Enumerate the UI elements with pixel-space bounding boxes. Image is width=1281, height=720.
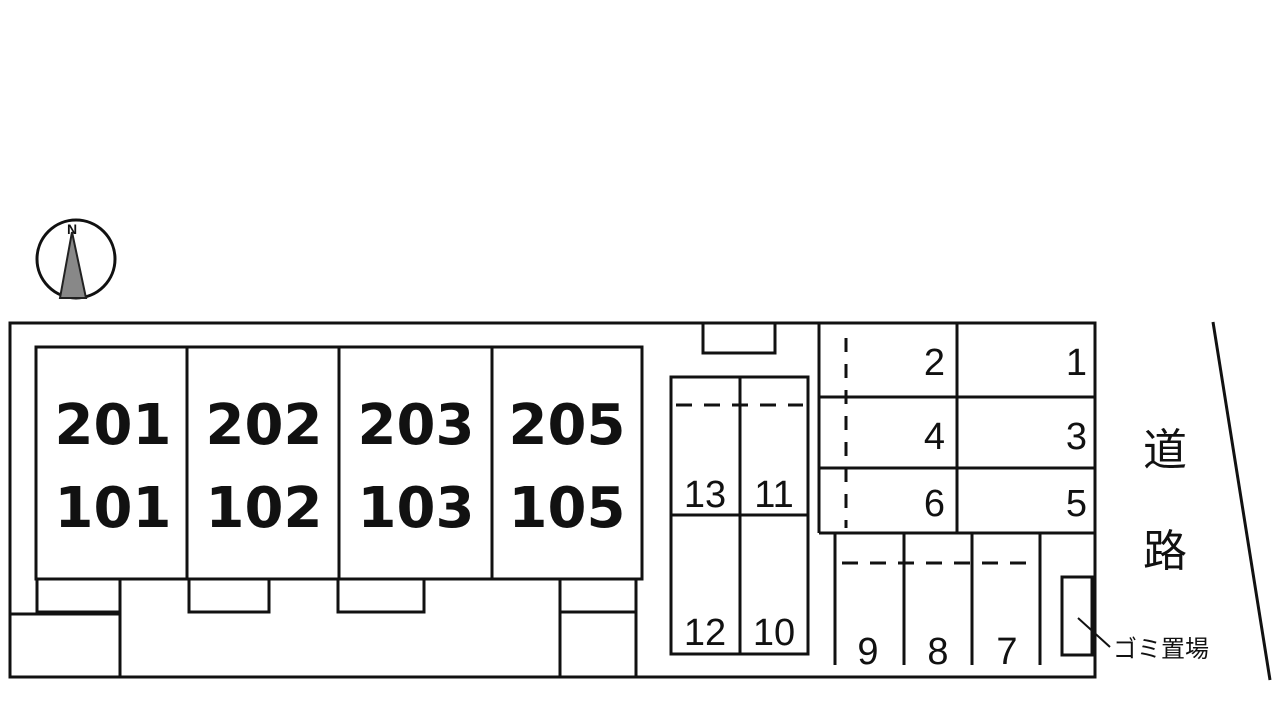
road-edge-line [1211,321,1272,681]
entrance-box-1 [35,577,122,614]
unit-201: 201 [55,393,172,458]
parking-10: 10 [753,612,795,654]
unit-105: 105 [509,476,626,541]
parking-13: 13 [684,474,726,516]
outbuilding-right [558,610,638,679]
outbuilding-left [8,612,122,679]
unit-102: 102 [206,476,323,541]
north-label: N [67,221,77,237]
entrance-box-4 [558,577,638,614]
parking-8: 8 [927,631,948,673]
garbage-leader-line [1077,617,1111,648]
parking-12: 12 [684,612,726,654]
parking-6: 6 [924,483,945,525]
parking-2: 2 [924,342,945,384]
top-edge-box [701,321,777,355]
parking-4: 4 [924,416,945,458]
road-label-char1: 道 [1143,425,1187,476]
parking-7: 7 [996,631,1017,673]
north-compass-icon [35,218,117,300]
road-label-char2: 路 [1143,526,1187,577]
entrance-box-3 [336,577,426,614]
site-boundary [8,321,1097,679]
unit-203: 203 [358,393,475,458]
unit-101: 101 [55,476,172,541]
parking-11: 11 [754,474,793,516]
unit-103: 103 [358,476,475,541]
parking-3: 3 [1066,416,1087,458]
unit-205: 205 [509,393,626,458]
garbage-area-label: ゴミ置場 [1113,635,1209,663]
garbage-area-box [1060,575,1094,657]
parking-1: 1 [1066,342,1087,384]
unit-202: 202 [206,393,323,458]
parking-5: 5 [1066,483,1087,525]
parking-9: 9 [857,631,878,673]
entrance-box-2 [187,577,271,614]
